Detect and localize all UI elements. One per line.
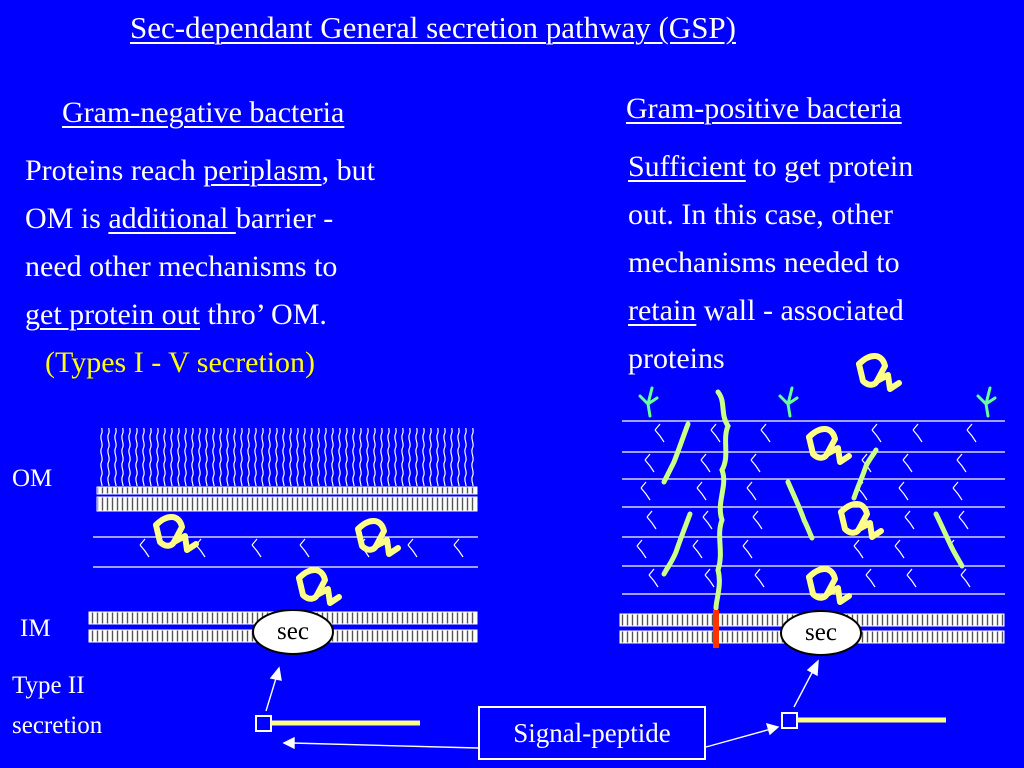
gram-negative-heading: Gram-negative bacteria [62,96,345,129]
sec-translocon [780,610,862,656]
gram-negative-description: Proteins reach periplasm, but OM is addi… [25,147,375,387]
gram-positive-heading: Gram-positive bacteria [626,92,902,125]
page-title: Sec-dependant General secretion pathway … [130,10,736,45]
sec-label-right: sec [805,619,837,646]
teichoic-acids [661,421,965,577]
secretion-types-note: (Types I - V secretion) [45,346,316,379]
protein-icon [299,570,339,603]
signal-peptide-label: Signal-peptide [513,718,671,748]
protein-icon [841,504,881,537]
protein-icon [156,517,196,550]
outer-membrane-bilayer-bottom [96,496,478,512]
precursor-protein-left [255,715,420,732]
anchored-wall-protein [713,389,731,611]
additional-term: additional [108,202,236,235]
protein-icon [809,569,849,602]
outer-membrane [96,428,478,512]
membrane-anchor [713,610,719,648]
om-label: OM [12,465,53,492]
lipoteichoic-acids [638,386,997,418]
signal-peptide-box: Signal-peptide [478,706,706,760]
gram-positive-description: Sufficient to get protein out. In this c… [628,150,914,375]
protein-icon [809,429,849,462]
sufficient-term: Sufficient [628,150,746,183]
get-protein-out-term: get protein out [25,298,200,331]
type-ii-secretion-label: Type II secretion [12,672,103,739]
retain-term: retain [628,294,697,327]
precursor-protein-right [781,712,946,729]
lps-layer [100,428,476,486]
outer-membrane-bilayer-top [96,486,478,495]
periplasm-term: periplasm [203,154,322,187]
arrows [265,659,819,750]
periplasm-peptidoglycan [93,536,478,568]
im-label: IM [20,615,51,642]
sec-label-left: sec [277,618,309,645]
sec-translocon [252,609,334,655]
